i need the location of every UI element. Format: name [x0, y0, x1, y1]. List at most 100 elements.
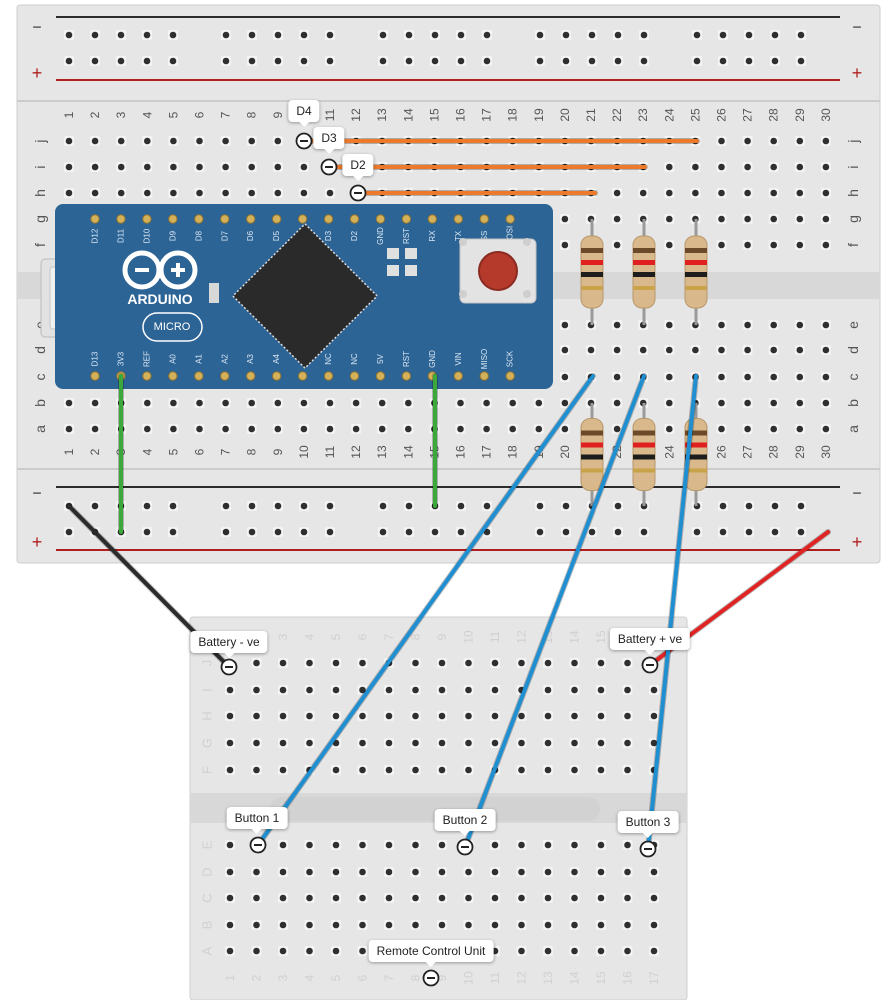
breadboard-hole — [770, 215, 777, 223]
breadboard-hole — [613, 399, 621, 407]
mini-breadboard-hole — [359, 868, 366, 876]
resistor-band — [685, 442, 707, 448]
mini-breadboard-hole — [544, 894, 552, 902]
mini-breadboard-hole — [491, 921, 499, 929]
rail-hole — [117, 57, 125, 65]
pin-label-top: D8 — [194, 230, 203, 241]
breadboard-hole — [561, 321, 569, 329]
mini-breadboard-hole — [465, 712, 472, 720]
breadboard-hole — [326, 189, 334, 197]
column-number-top: 3 — [114, 111, 128, 118]
mini-breadboard-hole — [226, 947, 234, 955]
resistor-band — [633, 442, 655, 448]
breadboard-hole — [274, 399, 282, 407]
breadboard-hole — [718, 215, 725, 223]
mini-breadboard-hole — [438, 686, 446, 694]
column-number-top: 26 — [715, 108, 729, 122]
mini-breadboard-hole — [544, 868, 552, 876]
mini-breadboard-hole — [438, 766, 446, 774]
rail-hole — [457, 528, 465, 536]
mini-column-number-bottom: 10 — [462, 971, 476, 985]
breadboard-hole — [144, 137, 151, 145]
mini-column-number-bottom: 2 — [250, 974, 264, 981]
column-number-top: 13 — [375, 108, 389, 122]
breadboard-hole — [666, 425, 673, 433]
mini-breadboard-hole — [544, 739, 552, 747]
mini-breadboard-hole — [571, 766, 578, 774]
breadboard-hole — [248, 163, 255, 171]
mini-breadboard-hole — [385, 894, 393, 902]
mini-column-number-bottom: 7 — [382, 974, 396, 981]
breadboard-hole — [666, 399, 673, 407]
pin-label-bottom: RST — [402, 351, 411, 367]
breadboard-hole — [509, 425, 516, 433]
resistor-top-2 — [632, 219, 656, 325]
breadboard-hole — [744, 399, 751, 407]
breadboard-hole — [457, 399, 464, 407]
mini-breadboard-hole — [571, 868, 578, 876]
breadboard-hole — [561, 215, 569, 223]
button-corner — [523, 238, 531, 246]
rail-hole — [248, 528, 256, 536]
breadboard-hole — [457, 425, 464, 433]
mini-breadboard-hole — [332, 659, 340, 667]
mini-breadboard-hole — [624, 659, 631, 667]
breadboard-hole — [770, 321, 777, 329]
breadboard-hole — [196, 137, 203, 145]
rail-hole — [300, 57, 308, 65]
row-letter: f — [32, 243, 48, 247]
column-number-bottom: 10 — [297, 445, 311, 459]
mini-breadboard-hole — [518, 947, 525, 955]
reset-button — [478, 251, 518, 291]
rail-hole — [562, 502, 570, 510]
column-number-top: 19 — [532, 108, 546, 122]
mini-column-number-bottom: 1 — [223, 974, 237, 981]
mini-breadboard-hole — [518, 894, 525, 902]
mini-breadboard-hole — [571, 739, 578, 747]
breadboard-hole — [718, 189, 725, 197]
breadboard-hole — [91, 163, 99, 171]
pin-label-bottom: A4 — [272, 354, 281, 364]
breadboard-hole — [744, 163, 751, 171]
column-number-top: 5 — [166, 111, 180, 118]
mini-column-number-bottom: 5 — [329, 974, 343, 981]
mini-breadboard-hole — [438, 841, 446, 849]
rail-hole — [797, 502, 805, 510]
breadboard-hole — [222, 137, 229, 145]
mini-row-letter: C — [200, 893, 215, 902]
smd-component — [405, 265, 417, 276]
rail-hole — [65, 528, 73, 536]
rail-hole — [640, 57, 648, 65]
mini-breadboard-hole — [306, 841, 313, 849]
rail-hole — [326, 502, 334, 510]
column-number-bottom: 18 — [506, 445, 520, 459]
breadboard-hole — [718, 425, 725, 433]
breadboard-hole — [91, 189, 99, 197]
breadboard-hole — [796, 399, 804, 407]
rail-hole — [771, 528, 779, 536]
column-number-bottom: 12 — [349, 445, 363, 459]
breadboard-hole — [796, 241, 804, 249]
breadboard-hole — [483, 425, 490, 433]
pin-top — [401, 214, 412, 224]
pin-bottom — [168, 371, 178, 381]
mini-breadboard-hole — [491, 894, 499, 902]
mini-column-number-bottom: 6 — [356, 974, 370, 981]
row-letter: c — [32, 374, 48, 381]
breadboard-hole — [326, 425, 334, 433]
resistor-band — [581, 442, 603, 448]
rail-hole — [248, 57, 256, 65]
rail-hole — [65, 57, 73, 65]
rail-hole — [248, 502, 256, 510]
breadboard-hole — [796, 321, 804, 329]
breadboard-hole — [222, 399, 229, 407]
pin-top — [453, 214, 463, 224]
rail-plus-label: + — [32, 63, 43, 83]
column-number-top: 1 — [62, 111, 76, 118]
pin-label-bottom: A1 — [194, 354, 203, 364]
rail-hole — [405, 528, 413, 536]
mini-breadboard-hole — [491, 868, 499, 876]
mini-breadboard-hole — [226, 766, 234, 774]
pin-top — [116, 214, 126, 224]
mini-breadboard-hole — [650, 868, 658, 876]
